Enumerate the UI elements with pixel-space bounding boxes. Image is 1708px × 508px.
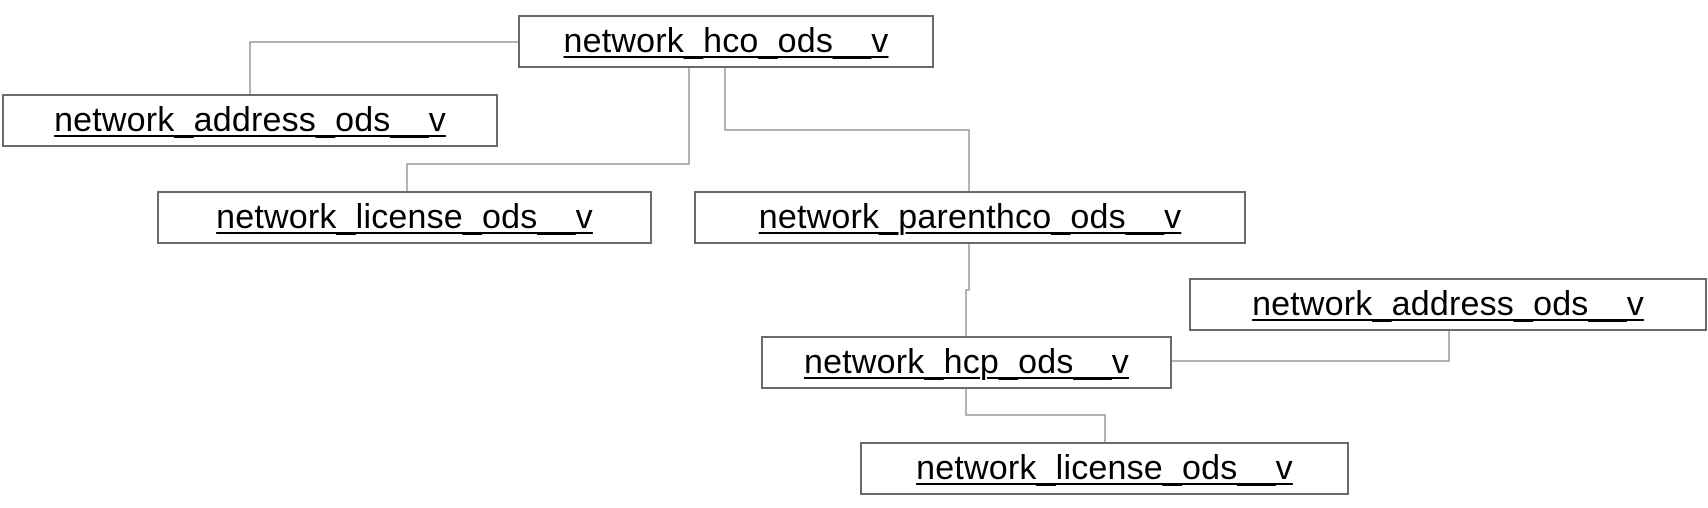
node-label: network_license_ods__v	[916, 449, 1293, 487]
node-network-license-ods-top[interactable]: network_license_ods__v	[157, 191, 652, 244]
node-network-hcp-ods[interactable]: network_hcp_ods__v	[761, 336, 1172, 389]
connector-hcp-license-bottom	[965, 389, 1106, 442]
node-network-license-ods-bottom[interactable]: network_license_ods__v	[860, 442, 1349, 495]
connector-hco-address-top	[249, 41, 518, 94]
node-network-address-ods-top[interactable]: network_address_ods__v	[2, 94, 498, 147]
node-network-hco-ods[interactable]: network_hco_ods__v	[518, 15, 934, 68]
connector-hcp-address-right	[1172, 331, 1450, 362]
node-network-address-ods-right[interactable]: network_address_ods__v	[1189, 278, 1707, 331]
node-label: network_parenthco_ods__v	[758, 198, 1182, 236]
node-label: network_address_ods__v	[54, 101, 446, 139]
node-label: network_hcp_ods__v	[804, 343, 1129, 381]
connector-hco-license-top	[406, 68, 690, 191]
connector-hco-parenthco	[724, 68, 970, 191]
node-label: network_hco_ods__v	[563, 22, 889, 60]
node-label: network_license_ods__v	[216, 198, 593, 236]
node-label: network_address_ods__v	[1252, 285, 1644, 323]
connector-parenthco-hcp	[965, 244, 970, 336]
node-network-parenthco-ods[interactable]: network_parenthco_ods__v	[694, 191, 1246, 244]
